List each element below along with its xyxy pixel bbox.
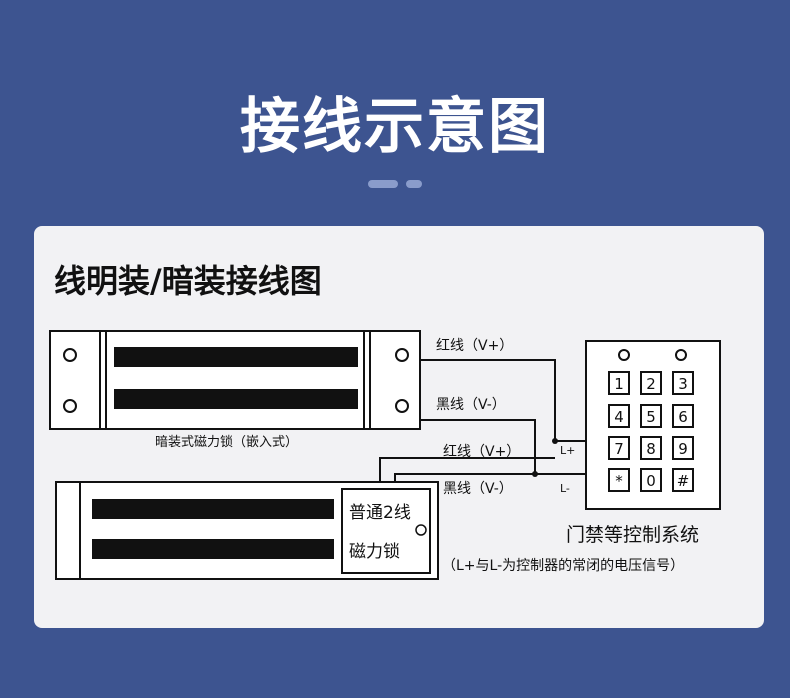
keypad-key bbox=[672, 436, 694, 460]
keypad-key-label: * bbox=[615, 472, 623, 490]
wire-label-red-2: 红线（V+） bbox=[443, 444, 520, 460]
keypad-key-label: 3 bbox=[678, 375, 688, 393]
terminal-neg-label: L- bbox=[560, 482, 570, 495]
keypad-key bbox=[640, 468, 662, 492]
keypad-key bbox=[640, 371, 662, 395]
wire-label-black-2: 黑线（V-） bbox=[443, 481, 513, 497]
coil-bar bbox=[92, 499, 334, 519]
keypad-key bbox=[672, 468, 694, 492]
keypad-key-label: # bbox=[677, 472, 690, 490]
controller-title: 门禁等控制系统 bbox=[566, 524, 699, 546]
coil-bar bbox=[92, 539, 334, 559]
junction-dot bbox=[552, 438, 558, 444]
wire-black-1 bbox=[420, 419, 603, 475]
coil-bar bbox=[114, 389, 358, 409]
keypad-key-label: 5 bbox=[646, 408, 656, 426]
surface-lock bbox=[55, 481, 439, 580]
embedded-lock bbox=[49, 330, 421, 430]
surface-lock-label-2: 磁力锁 bbox=[349, 542, 400, 562]
keypad-key bbox=[640, 404, 662, 428]
keypad-key-label: 0 bbox=[646, 472, 656, 490]
embedded-lock-label: 暗装式磁力锁（嵌入式） bbox=[155, 434, 298, 450]
keypad-key-label: 8 bbox=[646, 440, 656, 458]
keypad-key bbox=[608, 436, 630, 460]
controller-note: （L+与L-为控制器的常闭的电压信号） bbox=[442, 558, 684, 574]
screw-hole-icon bbox=[63, 348, 77, 362]
wires bbox=[379, 359, 603, 482]
card-title: 线明装/暗装接线图 bbox=[54, 262, 322, 300]
screw-hole-icon bbox=[415, 524, 427, 536]
keypad: 1 2 3 4 5 6 7 8 9 * 0 # bbox=[585, 340, 721, 510]
indicator-led-icon bbox=[675, 349, 687, 361]
keypad-key-label: 2 bbox=[646, 375, 656, 393]
title-underline-dot bbox=[406, 180, 422, 188]
keypad-key-label: 9 bbox=[678, 440, 688, 458]
lock-label-box bbox=[341, 488, 431, 574]
surface-lock-label-1: 普通2线 bbox=[349, 503, 411, 523]
wire-red-2 bbox=[379, 457, 555, 482]
keypad-key bbox=[608, 468, 630, 492]
keypad-key bbox=[608, 371, 630, 395]
wire-label-red-1: 红线（V+） bbox=[436, 338, 513, 354]
wire-label-black-1: 黑线（V-） bbox=[436, 397, 506, 413]
junction-dot bbox=[532, 471, 538, 477]
title-underline-dash bbox=[368, 180, 398, 188]
wire-black-2 bbox=[394, 473, 535, 482]
keypad-key-label: 1 bbox=[614, 375, 624, 393]
screw-hole-icon bbox=[395, 399, 409, 413]
keypad-key-label: 6 bbox=[678, 408, 688, 426]
keypad-key bbox=[608, 404, 630, 428]
screw-hole-icon bbox=[395, 348, 409, 362]
keypad-key-label: 4 bbox=[614, 408, 624, 426]
keypad-key bbox=[672, 404, 694, 428]
page-title: 接线示意图 bbox=[240, 92, 550, 162]
wire-red-1 bbox=[420, 359, 603, 442]
terminal-pos-label: L+ bbox=[560, 444, 575, 457]
keypad-key bbox=[640, 436, 662, 460]
indicator-led-icon bbox=[618, 349, 630, 361]
coil-bar bbox=[114, 347, 358, 367]
screw-hole-icon bbox=[63, 399, 77, 413]
keypad-key-label: 7 bbox=[614, 440, 624, 458]
keypad-key bbox=[672, 371, 694, 395]
